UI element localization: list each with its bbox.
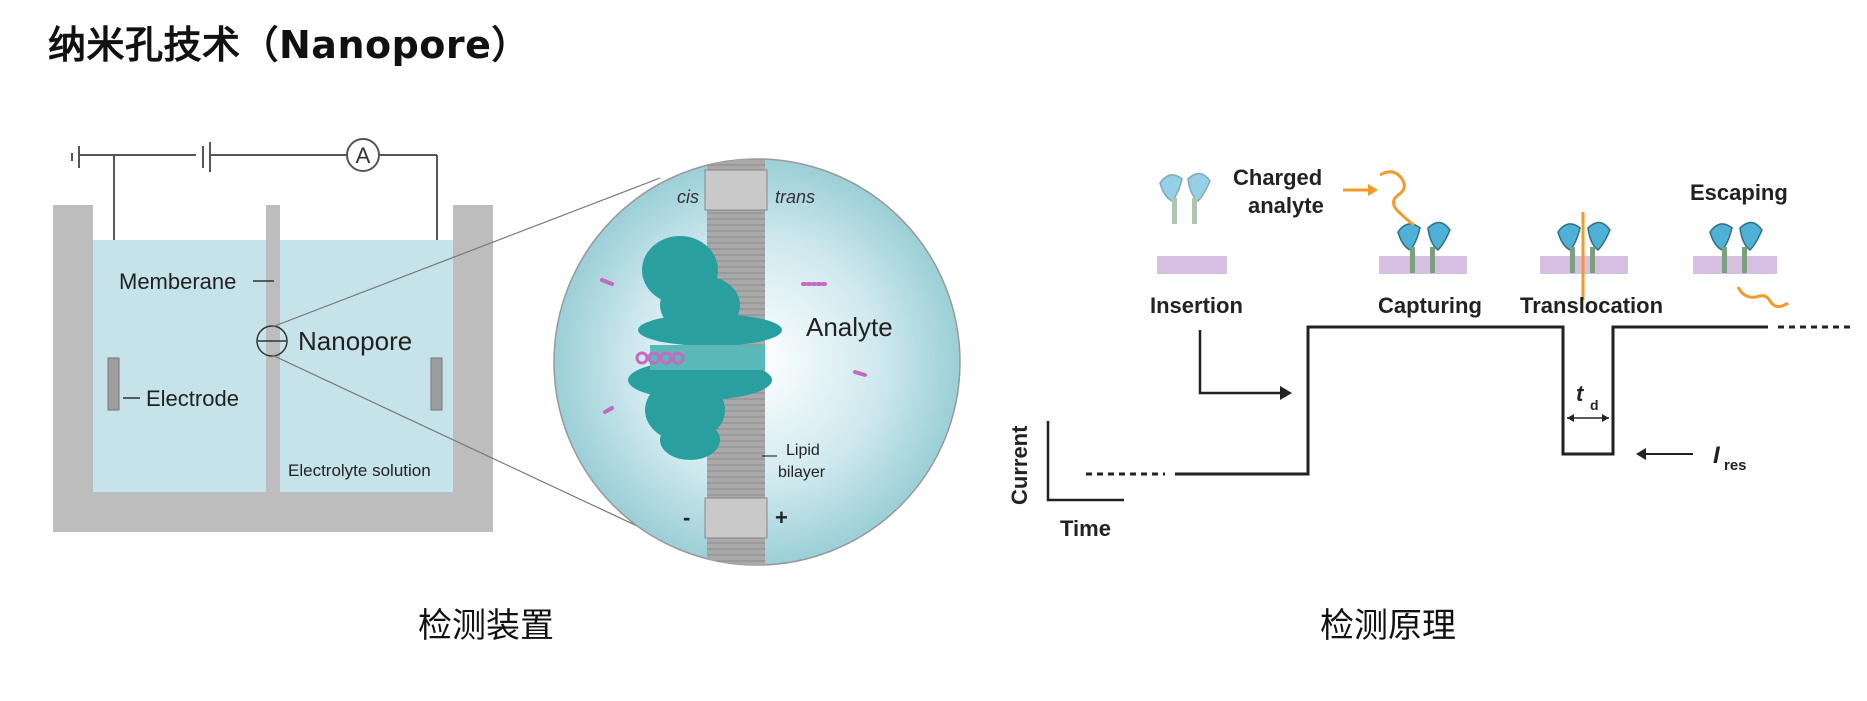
analyte-label: Analyte xyxy=(806,312,893,342)
current-trace xyxy=(1086,325,1855,476)
electrode-label: Electrode xyxy=(146,386,239,411)
setup-caption: 检测装置 xyxy=(418,606,554,646)
electrode-right xyxy=(430,357,443,411)
ammeter-icon: A xyxy=(346,138,380,172)
threaded-analyte xyxy=(635,351,685,365)
zoomed-nanopore-view: cis trans Analyte Lipid bilayer - + xyxy=(553,158,961,566)
td-subscript: d xyxy=(1590,397,1599,413)
membrane-strips xyxy=(1157,256,1777,274)
charged-label-line2: analyte xyxy=(1248,193,1324,218)
residual-current-annotation: I res xyxy=(1636,442,1747,474)
pore-icon-floating xyxy=(1159,172,1211,224)
trans-label: trans xyxy=(775,187,815,207)
floating-analytes xyxy=(600,278,867,414)
insertion-label: Insertion xyxy=(1150,293,1243,318)
escaping-label: Escaping xyxy=(1690,180,1788,205)
protein-pore xyxy=(628,236,782,460)
principle-caption: 检测原理 xyxy=(1320,606,1456,646)
charged-label-line1: Charged xyxy=(1233,165,1322,190)
pore-icon-translocation xyxy=(1557,212,1611,300)
current-axis-label: Current xyxy=(1007,425,1032,505)
page-title: 纳米孔技术（Nanopore） xyxy=(48,23,530,67)
lipid-label-line1: Lipid xyxy=(786,442,820,459)
ires-label: I xyxy=(1713,442,1721,469)
nanopore-label: Nanopore xyxy=(298,326,412,356)
electrolyte-label: Electrolyte solution xyxy=(288,461,431,480)
electrolyte-container xyxy=(53,205,493,532)
zoom-line-top xyxy=(271,177,661,328)
ires-subscript: res xyxy=(1724,457,1747,474)
escaping-analyte-squiggle xyxy=(1736,286,1789,308)
pore-icon-escaping xyxy=(1709,221,1763,273)
membrane-label: Memberane xyxy=(119,269,236,294)
charged-analyte-squiggle xyxy=(1379,170,1415,227)
axes-indicator xyxy=(1046,421,1124,502)
translocation-label: Translocation xyxy=(1520,293,1663,318)
plus-label: + xyxy=(775,505,788,530)
ammeter-label: A xyxy=(356,143,371,168)
dwell-time-annotation: t d xyxy=(1567,381,1609,422)
nanopore-marker xyxy=(256,325,288,357)
capturing-label: Capturing xyxy=(1378,293,1482,318)
td-label: t xyxy=(1576,381,1585,406)
minus-label: - xyxy=(683,505,690,530)
time-axis-label: Time xyxy=(1060,516,1111,541)
electrode-left xyxy=(107,357,120,411)
zoom-line-bottom xyxy=(271,354,651,533)
cis-label: cis xyxy=(677,187,699,207)
lipid-label-line2: bilayer xyxy=(778,464,826,481)
pore-icon-capturing xyxy=(1397,221,1451,273)
insertion-arrow xyxy=(1198,330,1283,395)
